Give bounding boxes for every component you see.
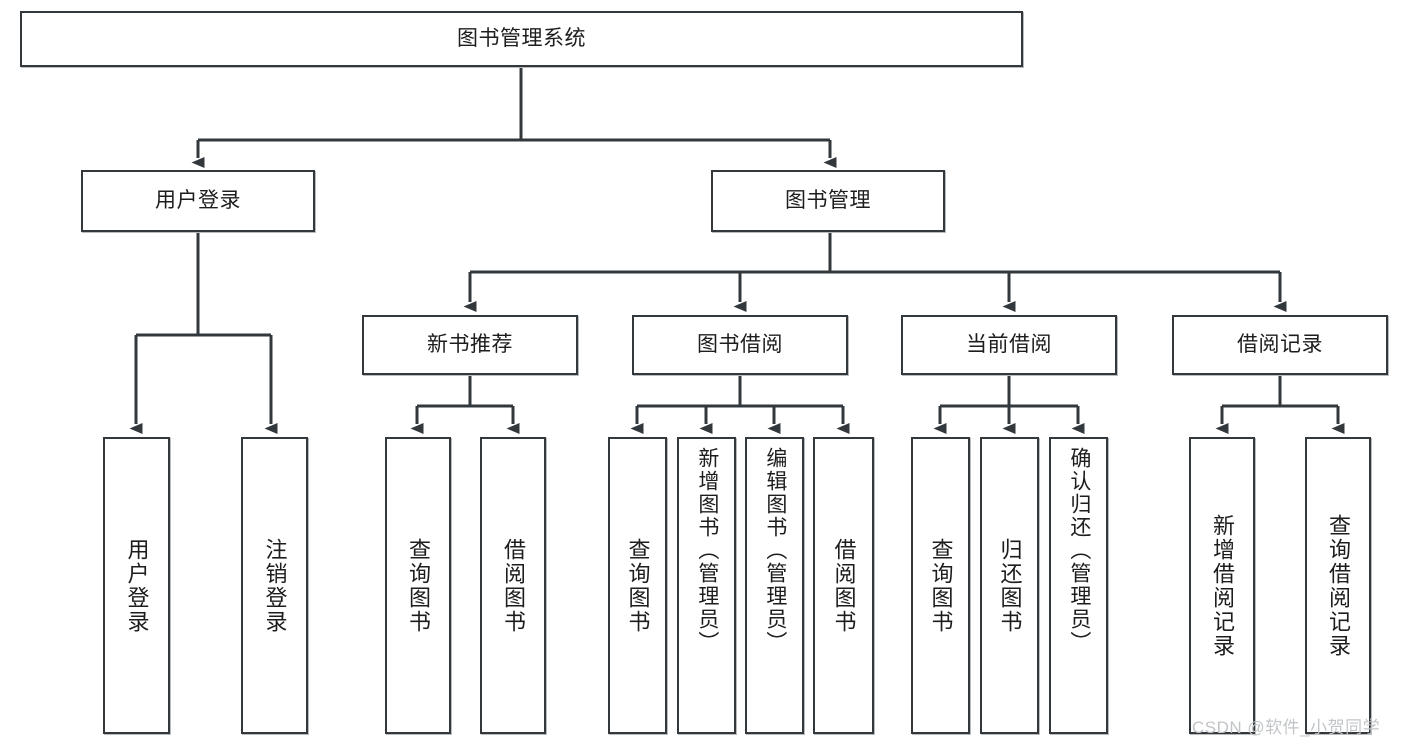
node-leaf-query-record[interactable]: 查询借阅记录 bbox=[1305, 437, 1371, 734]
watermark-text: CSDN @软件_小贺同学 bbox=[1192, 718, 1381, 737]
node-book-management[interactable]: 图书管理 bbox=[711, 170, 945, 232]
node-system-root[interactable]: 图书管理系统 bbox=[20, 11, 1023, 67]
node-label: 图书管理 bbox=[785, 188, 871, 212]
node-label: 注销登录 bbox=[262, 537, 288, 634]
node-leaf-edit-book[interactable]: 编辑图书（管理员） bbox=[745, 437, 804, 734]
node-current-borrow[interactable]: 当前借阅 bbox=[901, 315, 1117, 375]
node-leaf-return-book[interactable]: 归还图书 bbox=[980, 437, 1039, 734]
node-leaf-borrow-book-1[interactable]: 借阅图书 bbox=[480, 437, 546, 734]
node-label: 新增借阅记录 bbox=[1209, 513, 1235, 658]
node-leaf-query-book-1[interactable]: 查询图书 bbox=[385, 437, 451, 734]
node-label: 查询图书 bbox=[928, 537, 954, 634]
node-label: 借阅记录 bbox=[1237, 332, 1323, 356]
node-user-login[interactable]: 用户登录 bbox=[81, 170, 315, 232]
node-leaf-borrow-book-2[interactable]: 借阅图书 bbox=[813, 437, 874, 734]
node-borrow-record[interactable]: 借阅记录 bbox=[1172, 315, 1388, 375]
node-label: 当前借阅 bbox=[966, 332, 1052, 356]
node-label: 借阅图书 bbox=[500, 537, 526, 634]
node-leaf-add-book[interactable]: 新增图书（管理员） bbox=[677, 437, 736, 734]
node-label: 查询图书 bbox=[405, 537, 431, 634]
node-book-borrow[interactable]: 图书借阅 bbox=[632, 315, 848, 375]
node-label: 用户登录 bbox=[124, 537, 150, 634]
node-label: 借阅图书 bbox=[831, 537, 857, 634]
node-label: 编辑图书（管理员） bbox=[763, 447, 787, 654]
node-leaf-add-record[interactable]: 新增借阅记录 bbox=[1189, 437, 1255, 734]
node-label: 用户登录 bbox=[155, 188, 241, 212]
node-label: 图书管理系统 bbox=[457, 26, 586, 50]
node-leaf-query-book-2[interactable]: 查询图书 bbox=[608, 437, 667, 734]
node-new-book-recommend[interactable]: 新书推荐 bbox=[362, 315, 578, 375]
node-label: 归还图书 bbox=[997, 537, 1023, 634]
node-leaf-logout[interactable]: 注销登录 bbox=[241, 437, 308, 734]
node-label: 新书推荐 bbox=[427, 332, 513, 356]
node-leaf-user-login[interactable]: 用户登录 bbox=[103, 437, 170, 734]
node-leaf-confirm-return[interactable]: 确认归还（管理员） bbox=[1049, 437, 1108, 734]
node-label: 图书借阅 bbox=[697, 332, 783, 356]
node-label: 新增图书（管理员） bbox=[695, 447, 719, 654]
node-label: 查询图书 bbox=[625, 537, 651, 634]
node-leaf-query-book-3[interactable]: 查询图书 bbox=[911, 437, 970, 734]
node-label: 查询借阅记录 bbox=[1325, 513, 1351, 658]
node-label: 确认归还（管理员） bbox=[1067, 447, 1091, 654]
